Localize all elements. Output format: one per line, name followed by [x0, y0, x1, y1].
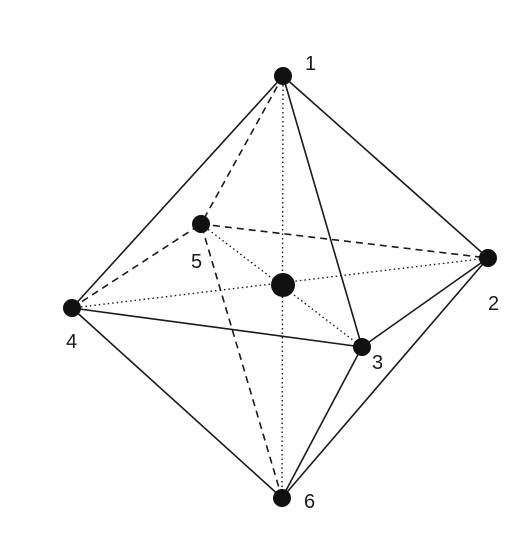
vertex-label-6: 6	[304, 491, 315, 513]
edge-6-3	[281, 346, 363, 499]
edge-1-2	[282, 75, 489, 259]
vertex-label-5: 5	[191, 251, 202, 273]
vertex-4	[63, 299, 81, 317]
vertex-group	[63, 67, 497, 507]
vertex-label-1: 1	[305, 53, 316, 75]
vertex-3	[353, 338, 371, 356]
vertex-6	[273, 489, 291, 507]
edge-6-2	[281, 257, 489, 499]
vertex-label-2: 2	[488, 293, 499, 315]
edge-group	[71, 75, 489, 499]
vertex-5	[192, 215, 210, 233]
edge-4-3	[71, 307, 363, 348]
vertex-2	[479, 249, 497, 267]
edge-1-6	[281, 75, 284, 499]
edge-1-5	[200, 75, 284, 225]
center-vertex	[271, 273, 295, 297]
label-group: 1 2 3 4 5 6	[66, 53, 499, 513]
edge-1-4	[71, 75, 284, 309]
edge-6-4	[71, 307, 283, 499]
vertex-1	[274, 67, 292, 85]
vertex-label-3: 3	[372, 352, 383, 374]
edge-6-5	[200, 223, 283, 499]
edge-1-3	[282, 75, 363, 348]
edge-5-2	[200, 223, 489, 259]
edge-3-2	[361, 257, 489, 348]
vertex-label-4: 4	[66, 331, 77, 353]
edge-4-5	[71, 223, 202, 309]
